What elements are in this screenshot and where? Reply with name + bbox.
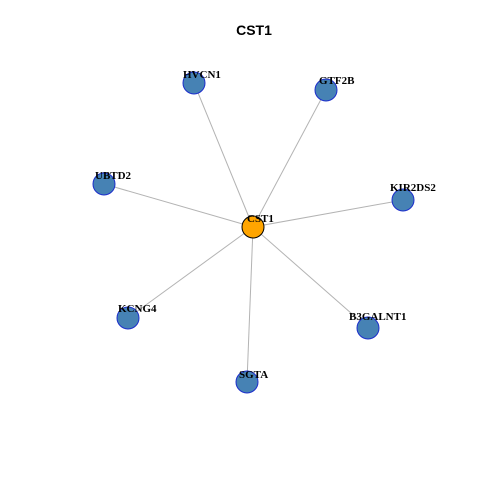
node-b3galnt1 <box>356 316 380 340</box>
node-kir2ds2 <box>391 188 415 212</box>
node-ubtd2 <box>92 172 116 196</box>
node-label-hvcn1: HVCN1 <box>183 69 221 81</box>
nodes-group <box>92 71 415 394</box>
diagram-title: CST1 <box>236 22 272 38</box>
edge-cst1-ubtd2 <box>103 183 254 228</box>
node-label-kir2ds2: KIR2DS2 <box>390 182 436 194</box>
node-cst1 <box>241 215 265 239</box>
node-label-kcng4: KCNG4 <box>118 303 157 315</box>
edges-group <box>103 82 404 383</box>
node-label-sgta: SGTA <box>239 369 268 381</box>
edge-cst1-hvcn1 <box>193 82 254 228</box>
node-gtf2b <box>314 78 338 102</box>
node-sgta <box>235 370 259 394</box>
edge-cst1-sgta <box>246 226 254 383</box>
edge-cst1-kcng4 <box>127 226 254 319</box>
node-hvcn1 <box>182 71 206 95</box>
node-label-gtf2b: GTF2B <box>319 75 355 87</box>
edge-cst1-gtf2b <box>252 89 327 228</box>
node-kcng4 <box>116 306 140 330</box>
node-label-b3galnt1: B3GALNT1 <box>349 311 406 323</box>
node-label-ubtd2: UBTD2 <box>95 170 132 182</box>
node-label-cst1: CST1 <box>247 213 274 225</box>
edge-cst1-kir2ds2 <box>252 199 404 228</box>
edge-cst1-b3galnt1 <box>252 226 369 329</box>
